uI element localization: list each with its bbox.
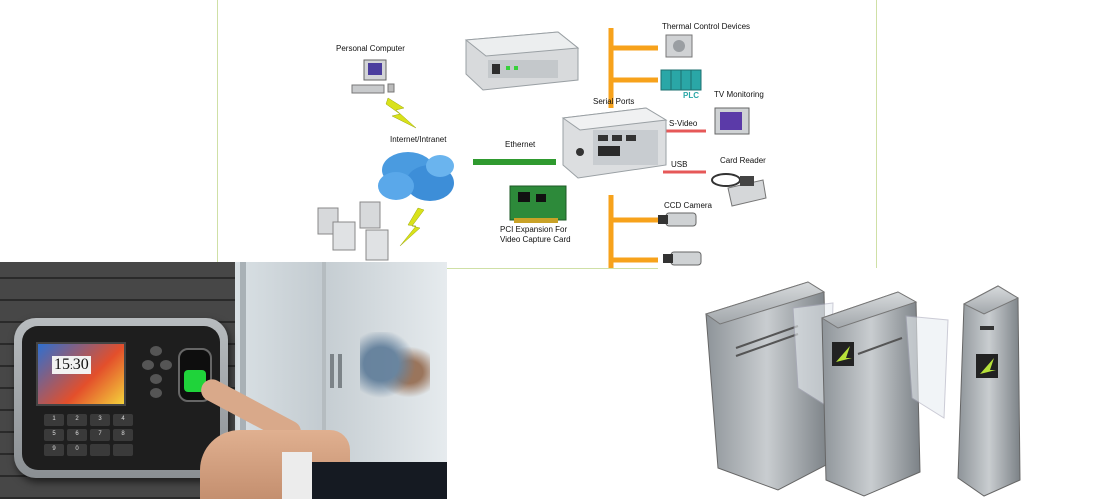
plc-label: PLC bbox=[683, 91, 699, 100]
nav-button[interactable] bbox=[150, 346, 162, 356]
keypad-key[interactable]: 9 bbox=[44, 444, 64, 456]
time-clock-device: 15:30 1 2 3 4 5 6 7 8 9 0 bbox=[14, 318, 228, 478]
keypad: 1 2 3 4 5 6 7 8 9 0 bbox=[44, 414, 136, 456]
door-handle bbox=[330, 354, 334, 388]
keypad-key-blank-2[interactable] bbox=[113, 444, 133, 456]
keypad-key[interactable]: 7 bbox=[90, 429, 110, 441]
lightning-icon bbox=[385, 97, 417, 129]
card-reader-label: Card Reader bbox=[720, 156, 766, 165]
turnstile-gates-photo bbox=[658, 268, 1100, 499]
keypad-key[interactable]: 5 bbox=[44, 429, 64, 441]
keypad-key-blank[interactable] bbox=[90, 444, 110, 456]
thermal-control-devices-label: Thermal Control Devices bbox=[662, 22, 751, 31]
fingerprint-time-clock-photo: 15:30 1 2 3 4 5 6 7 8 9 0 bbox=[0, 262, 447, 499]
ccd-camera-label: CCD Camera bbox=[664, 201, 713, 210]
embedded-computer-top bbox=[464, 31, 580, 91]
internet-intranet-label: Internet/Intranet bbox=[390, 135, 447, 144]
personal-computer-icon bbox=[351, 59, 395, 94]
server-stack-icon bbox=[317, 201, 389, 261]
keypad-key[interactable]: 0 bbox=[67, 444, 87, 456]
usb-label: USB bbox=[671, 160, 688, 169]
time-separator: : bbox=[70, 361, 73, 372]
turnstile-gate-2 bbox=[820, 291, 949, 497]
sleeve bbox=[290, 462, 447, 499]
time-display: 15:30 bbox=[52, 356, 91, 374]
serial-bus-lines bbox=[608, 28, 658, 268]
shirt-cuff bbox=[282, 452, 312, 499]
cloud-network-icon bbox=[378, 152, 454, 201]
lightning-icon-2 bbox=[399, 207, 425, 247]
system-architecture-diagram: Personal Computer Internet/Intranet Ethe… bbox=[217, 0, 877, 269]
card-reader-icon bbox=[711, 173, 767, 207]
glass-frame bbox=[240, 262, 246, 499]
ethernet-label: Ethernet bbox=[505, 140, 536, 149]
keypad-key[interactable]: 8 bbox=[113, 429, 133, 441]
thermal-device-icon bbox=[665, 34, 693, 58]
nav-button-3[interactable] bbox=[160, 360, 172, 370]
nav-button-4[interactable] bbox=[150, 374, 162, 384]
nav-button-2[interactable] bbox=[142, 360, 154, 370]
tv-monitor-icon bbox=[714, 107, 750, 135]
pci-card-icon bbox=[509, 185, 567, 223]
plc-icon bbox=[660, 69, 702, 91]
pci-expansion-label-1: PCI Expansion For bbox=[500, 225, 568, 234]
time-hours: 15 bbox=[54, 356, 70, 373]
keypad-key[interactable]: 2 bbox=[67, 414, 87, 426]
s-video-label: S-Video bbox=[669, 119, 698, 128]
door-handle-2 bbox=[338, 354, 342, 388]
keypad-key[interactable]: 3 bbox=[90, 414, 110, 426]
nav-button-5[interactable] bbox=[150, 388, 162, 398]
keypad-key[interactable]: 1 bbox=[44, 414, 64, 426]
personal-computer-label: Personal Computer bbox=[336, 44, 405, 53]
time-minutes: 30 bbox=[72, 356, 89, 373]
serial-ports-label: Serial Ports bbox=[593, 97, 635, 106]
embedded-computer-main bbox=[561, 107, 668, 179]
ccd-camera-icon bbox=[658, 212, 697, 227]
diagram-graphics bbox=[317, 28, 767, 268]
office-people-blur bbox=[360, 332, 430, 412]
tv-monitoring-label: TV Monitoring bbox=[714, 90, 764, 99]
glass-frame-2 bbox=[322, 262, 326, 499]
pci-expansion-label-2: Video Capture Card bbox=[500, 235, 571, 244]
ccd-camera-icon-2 bbox=[663, 251, 702, 266]
gates-graphics bbox=[704, 281, 1021, 497]
keypad-key[interactable]: 6 bbox=[67, 429, 87, 441]
device-screen: 15:30 bbox=[36, 342, 126, 406]
turnstile-gate bbox=[704, 281, 834, 491]
turnstile-gate-3 bbox=[957, 285, 1021, 497]
keypad-key[interactable]: 4 bbox=[113, 414, 133, 426]
